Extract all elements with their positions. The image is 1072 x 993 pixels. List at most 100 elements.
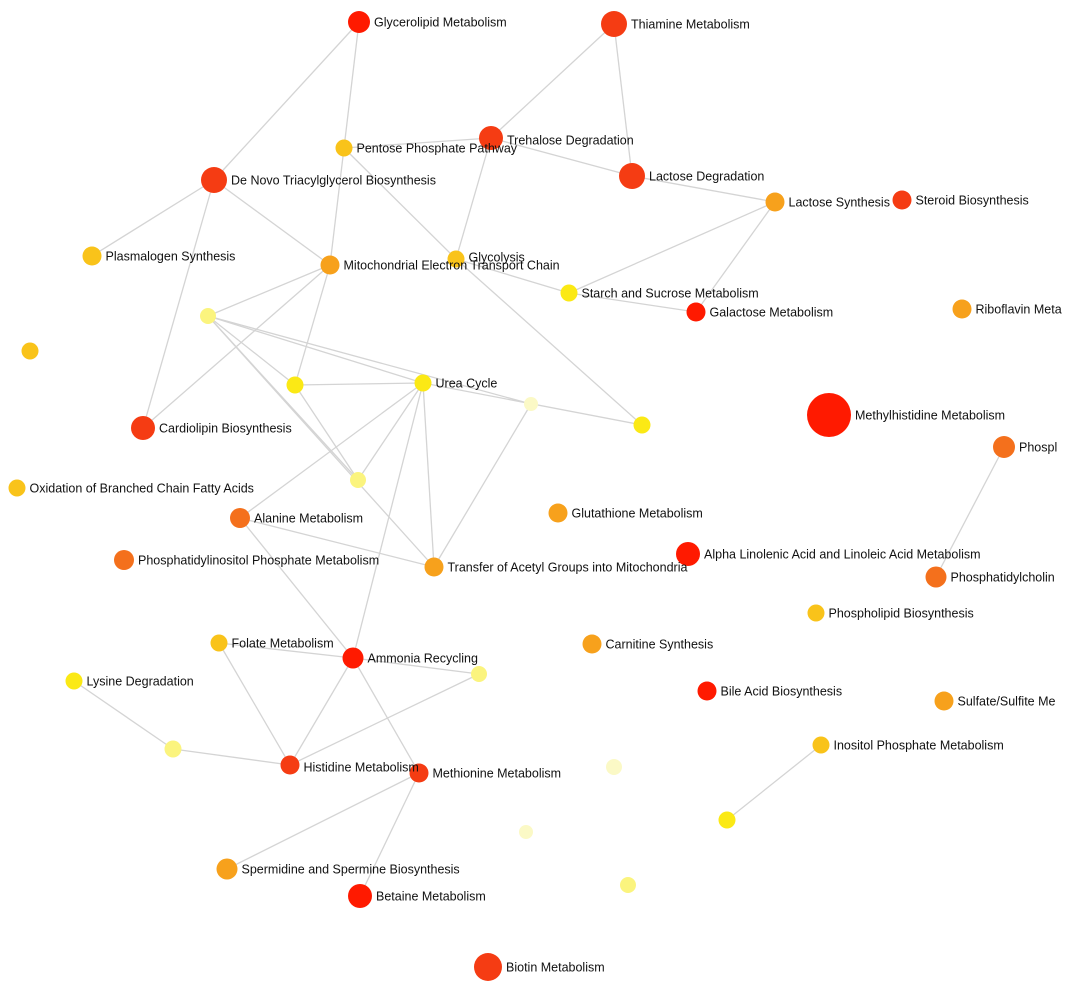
node-carnitine[interactable] [582,634,602,654]
node-trehalose[interactable] [479,126,503,150]
node-label-sulfate: Sulfate/Sulfite Me [958,695,1056,709]
node-bile[interactable] [697,681,717,701]
edge-histidine-unl_h [172,748,291,766]
node-methionine[interactable] [409,763,429,783]
node-unl-h[interactable] [164,740,182,758]
node-methylhistidine[interactable] [807,393,851,437]
node-betaine[interactable] [348,884,372,908]
edge-lactose_syn-galactose [695,201,776,313]
node-inositol[interactable] [812,736,830,754]
node-histidine[interactable] [280,755,300,775]
node-unl-b[interactable] [21,342,39,360]
node-label-denovo-tag: De Novo Triacylglycerol Biosynthesis [231,174,436,188]
edge-lactose_syn-starch [568,201,776,294]
node-label-alpha-lin: Alpha Linolenic Acid and Linoleic Acid M… [704,548,981,562]
node-label-inositol: Inositol Phosphate Metabolism [834,739,1004,753]
node-steroid[interactable] [892,190,912,210]
edge-thiamine-lactose_deg [613,23,633,177]
node-label-methylhistidine: Methylhistidine Metabolism [855,409,1005,423]
node-phospholipid[interactable] [807,604,825,622]
node-plasmalogen[interactable] [82,246,102,266]
node-starch[interactable] [560,284,578,302]
node-ammonia[interactable] [342,647,364,669]
node-cardiolipin[interactable] [131,416,155,440]
node-unl-l[interactable] [620,877,636,893]
node-folate[interactable] [210,634,228,652]
node-unl-i[interactable] [606,759,622,775]
node-spermidine[interactable] [216,858,238,880]
edge-ammonia-histidine [289,657,354,766]
node-label-glutathione: Glutathione Metabolism [572,507,703,521]
node-alanine[interactable] [230,508,250,528]
edge-ammonia-folate [218,642,354,659]
node-label-acetyl: Transfer of Acetyl Groups into Mitochond… [448,561,688,575]
node-unl-k[interactable] [519,825,533,839]
edge-glycerolipid-pentose [343,21,360,149]
node-unl-e[interactable] [633,416,651,434]
edge-unl_c-urea [294,382,424,386]
node-phosph-r[interactable] [993,436,1015,458]
edge-unl_a-urea [207,315,424,384]
edge-urea-alanine [239,382,424,519]
node-glycolysis[interactable] [447,250,465,268]
node-glycerolipid[interactable] [348,11,370,33]
node-label-starch: Starch and Sucrose Metabolism [582,287,759,301]
node-label-alanine: Alanine Metabolism [254,512,363,526]
edge-ammonia-methionine [352,657,420,774]
edge-methionine-spermidine [226,772,420,870]
node-mito-etc[interactable] [320,255,340,275]
node-unl-m[interactable] [718,811,736,829]
node-lactose-syn[interactable] [765,192,785,212]
node-pip[interactable] [114,550,134,570]
node-riboflavin[interactable] [952,299,972,319]
node-galactose[interactable] [686,302,706,322]
node-pentose[interactable] [335,139,353,157]
node-oxidation[interactable] [8,479,26,497]
node-biotin[interactable] [474,953,502,981]
node-label-urea: Urea Cycle [436,377,498,391]
node-label-folate: Folate Metabolism [232,637,334,651]
edge-unl_a-unl_c [207,315,296,386]
edge-phosph_r-phosphatidylcholine [935,446,1005,578]
node-alpha-lin[interactable] [676,542,700,566]
node-label-pip: Phosphatidylinositol Phosphate Metabolis… [138,554,379,568]
node-label-betaine: Betaine Metabolism [376,890,486,904]
node-label-lactose-syn: Lactose Synthesis [789,196,890,210]
node-label-mito-etc: Mitochondrial Electron Transport Chain [344,259,560,273]
node-sulfate[interactable] [934,691,954,711]
edge-histidine-unl_g [289,673,480,766]
edge-glycerolipid-denovo_tag [213,21,360,181]
node-acetyl[interactable] [424,557,444,577]
edge-denovo_tag-cardiolipin [142,179,215,429]
node-lactose-deg[interactable] [619,163,645,189]
nodes-layer [8,11,1015,981]
node-urea[interactable] [414,374,432,392]
node-glutathione[interactable] [548,503,568,523]
edges-layer [73,21,1005,897]
node-unl-a[interactable] [200,308,216,324]
node-phosphatidylcholine[interactable] [925,566,947,588]
node-label-lysine: Lysine Degradation [87,675,194,689]
node-thiamine[interactable] [601,11,627,37]
node-label-thiamine: Thiamine Metabolism [631,18,750,32]
edge-glycolysis-unl_e [455,258,643,426]
node-denovo-tag[interactable] [201,167,227,193]
edge-pentose-mito_etc [329,147,345,266]
node-label-lactose-deg: Lactose Degradation [649,170,764,184]
edge-methionine-betaine [359,772,420,897]
node-label-carnitine: Carnitine Synthesis [606,638,714,652]
node-label-spermidine: Spermidine and Spermine Biosynthesis [242,863,460,877]
node-unl-c[interactable] [286,376,304,394]
edge-unl_c-unl_f [294,384,359,481]
node-unl-d[interactable] [524,397,538,411]
edge-starch-galactose [568,292,697,313]
edge-unl_h-lysine [73,680,174,750]
edge-histidine-folate [218,642,291,766]
node-unl-f[interactable] [350,472,366,488]
node-lysine[interactable] [65,672,83,690]
edge-mito_etc-unl_a [207,264,331,317]
node-unl-g[interactable] [471,666,487,682]
node-label-pentose: Pentose Phosphate Pathway [357,142,518,156]
